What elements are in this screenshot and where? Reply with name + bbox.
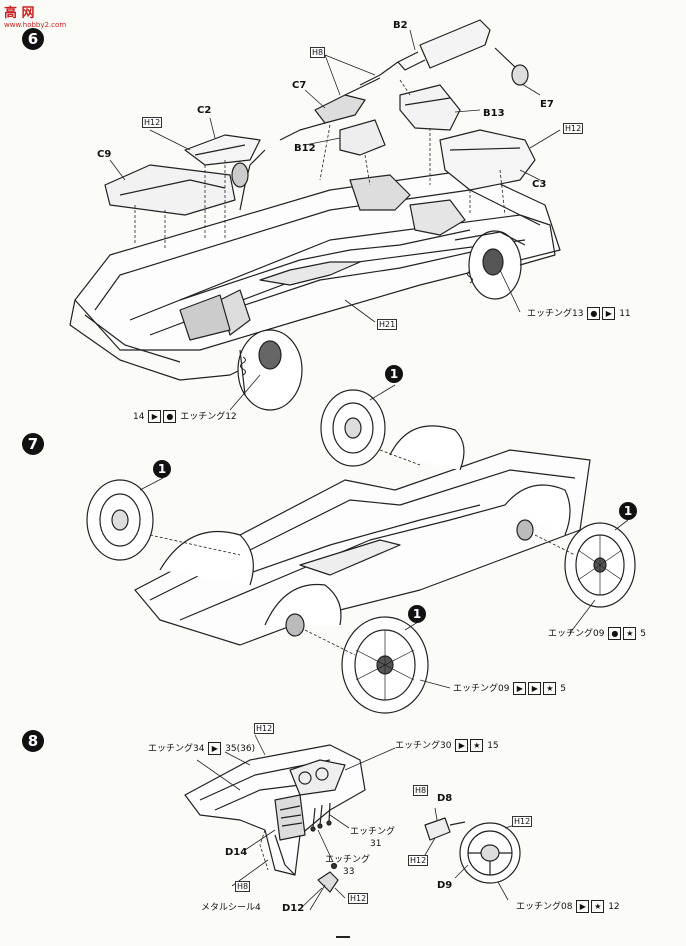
step-7-marker: 7 bbox=[22, 433, 44, 455]
star-icon: ★ bbox=[591, 900, 605, 913]
runner-tag-h8: H8 bbox=[413, 785, 429, 796]
runner-tag-h12: H12 bbox=[142, 117, 163, 128]
runner-tag-h12: H12 bbox=[254, 723, 275, 734]
etching-13-callout: エッチング13 ●▶ 11 bbox=[527, 307, 631, 320]
etching-33-number: 33 bbox=[343, 867, 355, 877]
part-label-c3: C3 bbox=[532, 179, 547, 190]
star-icon: ★ bbox=[470, 739, 484, 752]
star-icon: ★ bbox=[623, 627, 637, 640]
etching-09-number: 5 bbox=[560, 684, 566, 694]
step-6-marker: 6 bbox=[22, 28, 44, 50]
etching-13-number: 11 bbox=[619, 309, 631, 319]
part-label-d14: D14 bbox=[225, 847, 248, 858]
wheel-part-badge: 1 bbox=[408, 605, 426, 623]
etching-13-label: エッチング13 bbox=[527, 309, 584, 319]
part-label-e7: E7 bbox=[540, 99, 554, 110]
part-label-c7: C7 bbox=[292, 80, 307, 91]
part-label-d8: D8 bbox=[437, 793, 453, 804]
watermark-logo: 高 网 www.hobby2.com bbox=[4, 2, 66, 29]
part-label-d12: D12 bbox=[282, 903, 305, 914]
arrow-icon: ▶ bbox=[602, 307, 616, 320]
arrow-icon: ▶ bbox=[148, 410, 162, 423]
part-label-b2: B2 bbox=[393, 20, 408, 31]
etching-30-number: 15 bbox=[487, 741, 499, 751]
etching-33-label: エッチング bbox=[325, 855, 371, 865]
etching-08-number: 12 bbox=[608, 902, 620, 912]
etching-34-callout: エッチング34 ▶ 35(36) bbox=[148, 742, 255, 755]
etching-08-label: エッチング08 bbox=[516, 902, 573, 912]
part-label-d9: D9 bbox=[437, 880, 453, 891]
runner-tag-h12: H12 bbox=[408, 855, 429, 866]
step7-chassis-drawing bbox=[86, 384, 636, 714]
etching-12-label: エッチング12 bbox=[180, 412, 237, 422]
etching-09-label: エッチング09 bbox=[548, 629, 605, 639]
watermark-url: www.hobby2.com bbox=[4, 21, 67, 29]
runner-tag-h12: H12 bbox=[348, 893, 369, 904]
wheel-part-badge: 1 bbox=[153, 460, 171, 478]
glue-icon: ● bbox=[587, 307, 601, 320]
wheel-part-badge: 1 bbox=[619, 502, 637, 520]
etching-30-label: エッチング30 bbox=[395, 741, 452, 751]
arrow-icon: ▶ bbox=[208, 742, 222, 755]
runner-tag-h8: H8 bbox=[310, 47, 326, 58]
watermark-title: 高 网 bbox=[4, 6, 35, 21]
etching-08-callout: エッチング08 ▶★ 12 bbox=[516, 900, 620, 913]
metal-seal-label: メタルシール4 bbox=[201, 903, 261, 913]
etching-31-label: エッチング bbox=[350, 827, 396, 837]
etching-09-callout-right: エッチング09 ●★ 5 bbox=[548, 627, 646, 640]
arrow-icon: ▶ bbox=[455, 739, 469, 752]
etching-09-callout-bottom: エッチング09 ▶▶★ 5 bbox=[453, 682, 566, 695]
runner-tag-h12: H12 bbox=[563, 123, 584, 134]
etching-09-number: 5 bbox=[640, 629, 646, 639]
arrow-icon: ▶ bbox=[513, 682, 527, 695]
glue-icon: ● bbox=[608, 627, 622, 640]
etching-12-callout: 14 ▶● エッチング12 bbox=[133, 410, 237, 423]
etching-12-number: 14 bbox=[133, 412, 145, 422]
etching-34-label: エッチング34 bbox=[148, 744, 205, 754]
runner-tag-h21: H21 bbox=[377, 319, 398, 330]
arrow-icon: ▶ bbox=[576, 900, 590, 913]
etching-33-callout: エッチング 33 bbox=[325, 854, 370, 878]
etching-34-number: 35(36) bbox=[225, 744, 256, 754]
etching-09-label: エッチング09 bbox=[453, 684, 510, 694]
star-icon: ★ bbox=[543, 682, 557, 695]
step6-chassis-drawing bbox=[69, 19, 561, 411]
wheel-part-badge: 1 bbox=[385, 365, 403, 383]
page-footer-mark bbox=[336, 936, 350, 938]
step8-dashboard-drawing bbox=[184, 734, 526, 911]
etching-31-callout: エッチング 31 bbox=[350, 826, 395, 850]
step-8-marker: 8 bbox=[22, 730, 44, 752]
runner-tag-h12: H12 bbox=[512, 816, 533, 827]
part-label-c2: C2 bbox=[197, 105, 212, 116]
part-label-c9: C9 bbox=[97, 149, 112, 160]
runner-tag-h8: H8 bbox=[235, 881, 251, 892]
part-label-b12: B12 bbox=[294, 143, 316, 154]
part-label-b13: B13 bbox=[483, 108, 505, 119]
etching-30-callout: エッチング30 ▶★ 15 bbox=[395, 739, 499, 752]
etching-31-number: 31 bbox=[370, 839, 382, 849]
arrow-icon: ▶ bbox=[528, 682, 542, 695]
glue-icon: ● bbox=[163, 410, 177, 423]
